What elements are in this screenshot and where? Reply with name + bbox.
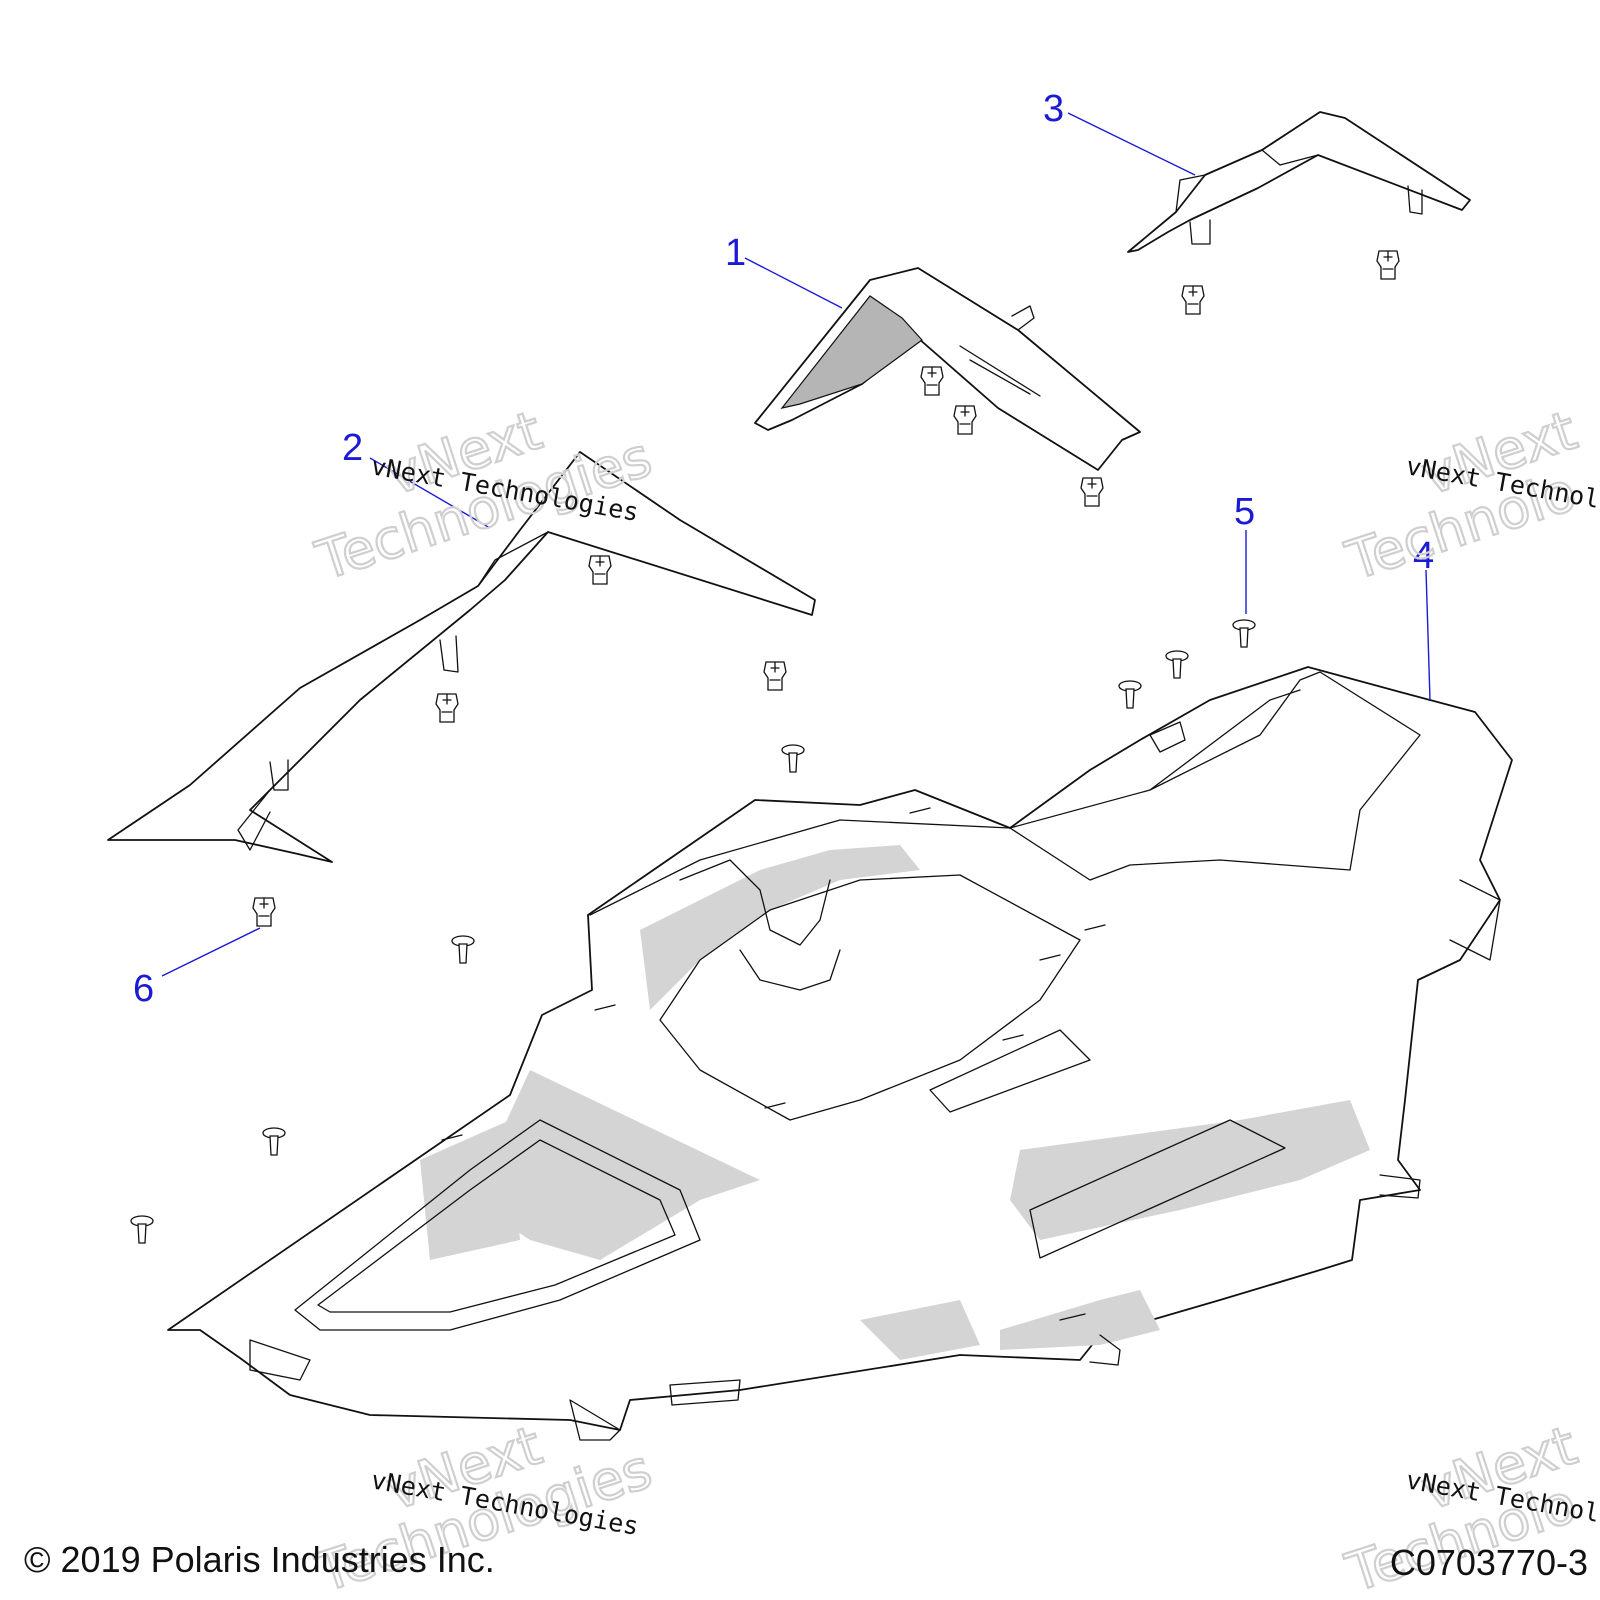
diagram-code: C0703770-3 bbox=[1390, 1542, 1588, 1583]
callout-3: 3 bbox=[1043, 88, 1064, 130]
part-2-left-upper-panel bbox=[107, 451, 816, 927]
footer: © 2019 Polaris Industries Inc. C0703770-… bbox=[24, 1539, 1588, 1583]
leader-3 bbox=[1067, 112, 1196, 176]
callout-1: 1 bbox=[725, 232, 746, 274]
part-1-center-upper-panel bbox=[754, 267, 1141, 507]
callout-numbers: 1 2 3 4 5 6 bbox=[133, 88, 1434, 1010]
leader-4 bbox=[1425, 569, 1431, 701]
part-3-upper-right-panel bbox=[1127, 111, 1471, 315]
leader-6 bbox=[161, 927, 261, 977]
watermark-top-right: vNext Technolo vNext Technolo bbox=[1337, 398, 1600, 594]
copyright-text: © 2019 Polaris Industries Inc. bbox=[24, 1539, 495, 1580]
callout-4: 4 bbox=[1413, 535, 1434, 577]
callout-2: 2 bbox=[342, 427, 363, 469]
callout-6: 6 bbox=[133, 968, 154, 1010]
callout-leaders bbox=[161, 112, 1431, 977]
leader-1 bbox=[744, 257, 843, 309]
callout-5: 5 bbox=[1234, 491, 1255, 533]
part-4-main-body-panel bbox=[167, 666, 1513, 1441]
leader-2 bbox=[369, 457, 491, 529]
